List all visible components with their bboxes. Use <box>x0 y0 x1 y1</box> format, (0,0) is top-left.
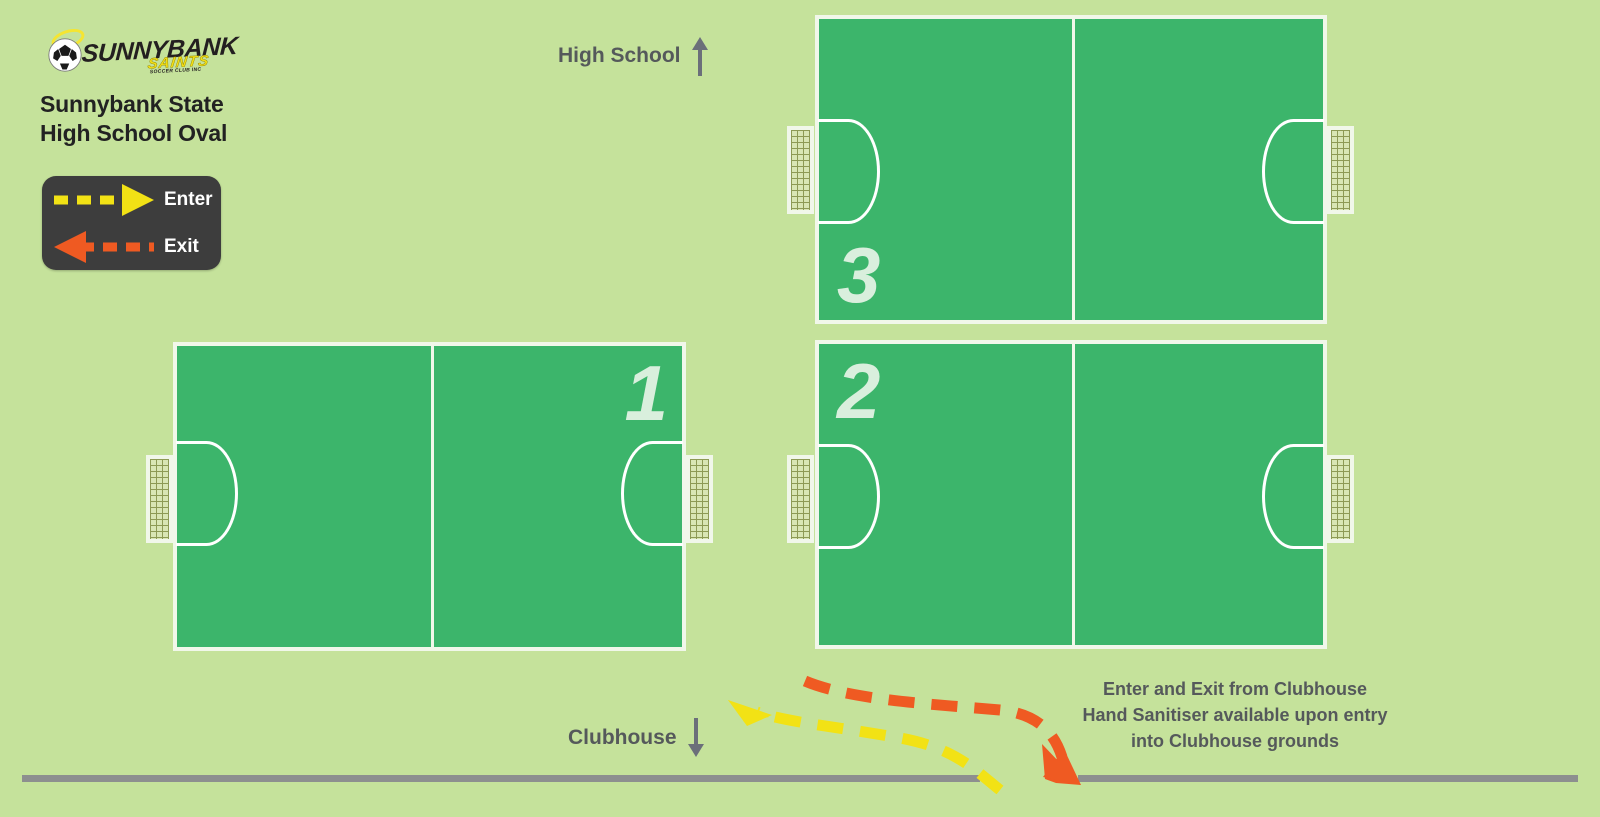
arrow-down-icon <box>687 718 704 757</box>
soccer-ball-icon <box>48 38 82 72</box>
legend: Enter Exit <box>42 176 221 270</box>
penalty-arc-pitch-2-left <box>818 444 880 549</box>
legend-label-enter: Enter <box>164 188 213 210</box>
pitch-2[interactable]: 2 <box>815 340 1327 649</box>
pitch-number-1: 1 <box>624 349 668 437</box>
penalty-arc-pitch-1-right <box>621 441 683 546</box>
direction-label-clubhouse: Clubhouse <box>568 726 677 749</box>
legend-item-exit: Exit <box>42 223 221 270</box>
arrow-up-icon <box>691 37 708 76</box>
goal-net-pitch-3-left <box>787 126 814 214</box>
entry-notice: Enter and Exit from Clubhouse Hand Sanit… <box>1040 676 1430 754</box>
penalty-arc-pitch-3-right <box>1262 119 1324 224</box>
penalty-arc-pitch-3-left <box>818 119 880 224</box>
halfway-line-pitch-3 <box>1072 19 1075 320</box>
venue-title-line-2: High School Oval <box>40 120 228 146</box>
pitch-3[interactable]: 3 <box>815 15 1327 324</box>
legend-label-exit: Exit <box>164 235 199 257</box>
enter-arrow-icon <box>54 183 154 216</box>
direction-label-high-school: High School <box>558 44 681 67</box>
halfway-line-pitch-2 <box>1072 344 1075 645</box>
pitch-number-3: 3 <box>837 231 880 319</box>
road-segment-right <box>1078 775 1578 782</box>
goal-net-pitch-1-left <box>146 455 173 543</box>
direction-high-school: High School <box>558 36 709 76</box>
goal-net-pitch-2-left <box>787 455 814 543</box>
goal-net-pitch-2-right <box>1327 455 1354 543</box>
entry-notice-line-3: into Clubhouse grounds <box>1131 731 1339 751</box>
club-logo: SUNNYBANK SAINTS SOCCER CLUB INC <box>40 25 240 76</box>
halfway-line-pitch-1 <box>431 346 434 647</box>
exit-arrow-icon <box>54 230 154 263</box>
logo-tagline: SOCCER CLUB INC <box>149 66 202 76</box>
pitch-1[interactable]: 1 <box>173 342 686 651</box>
venue-title-line-1: Sunnybank State <box>40 91 224 117</box>
direction-clubhouse: Clubhouse <box>568 718 705 758</box>
penalty-arc-pitch-2-right <box>1262 444 1324 549</box>
road-segment-left <box>22 775 980 782</box>
page-title: Sunnybank State High School Oval <box>40 90 360 148</box>
goal-net-pitch-3-right <box>1327 126 1354 214</box>
penalty-arc-pitch-1-left <box>176 441 238 546</box>
goal-net-pitch-1-right <box>686 455 713 543</box>
pitch-number-2: 2 <box>837 347 880 435</box>
entry-notice-line-2: Hand Sanitiser available upon entry <box>1082 705 1388 725</box>
legend-item-enter: Enter <box>42 176 221 223</box>
entry-notice-line-1: Enter and Exit from Clubhouse <box>1102 679 1368 699</box>
branding-block: SUNNYBANK SAINTS SOCCER CLUB INC Sunnyba… <box>40 25 360 148</box>
